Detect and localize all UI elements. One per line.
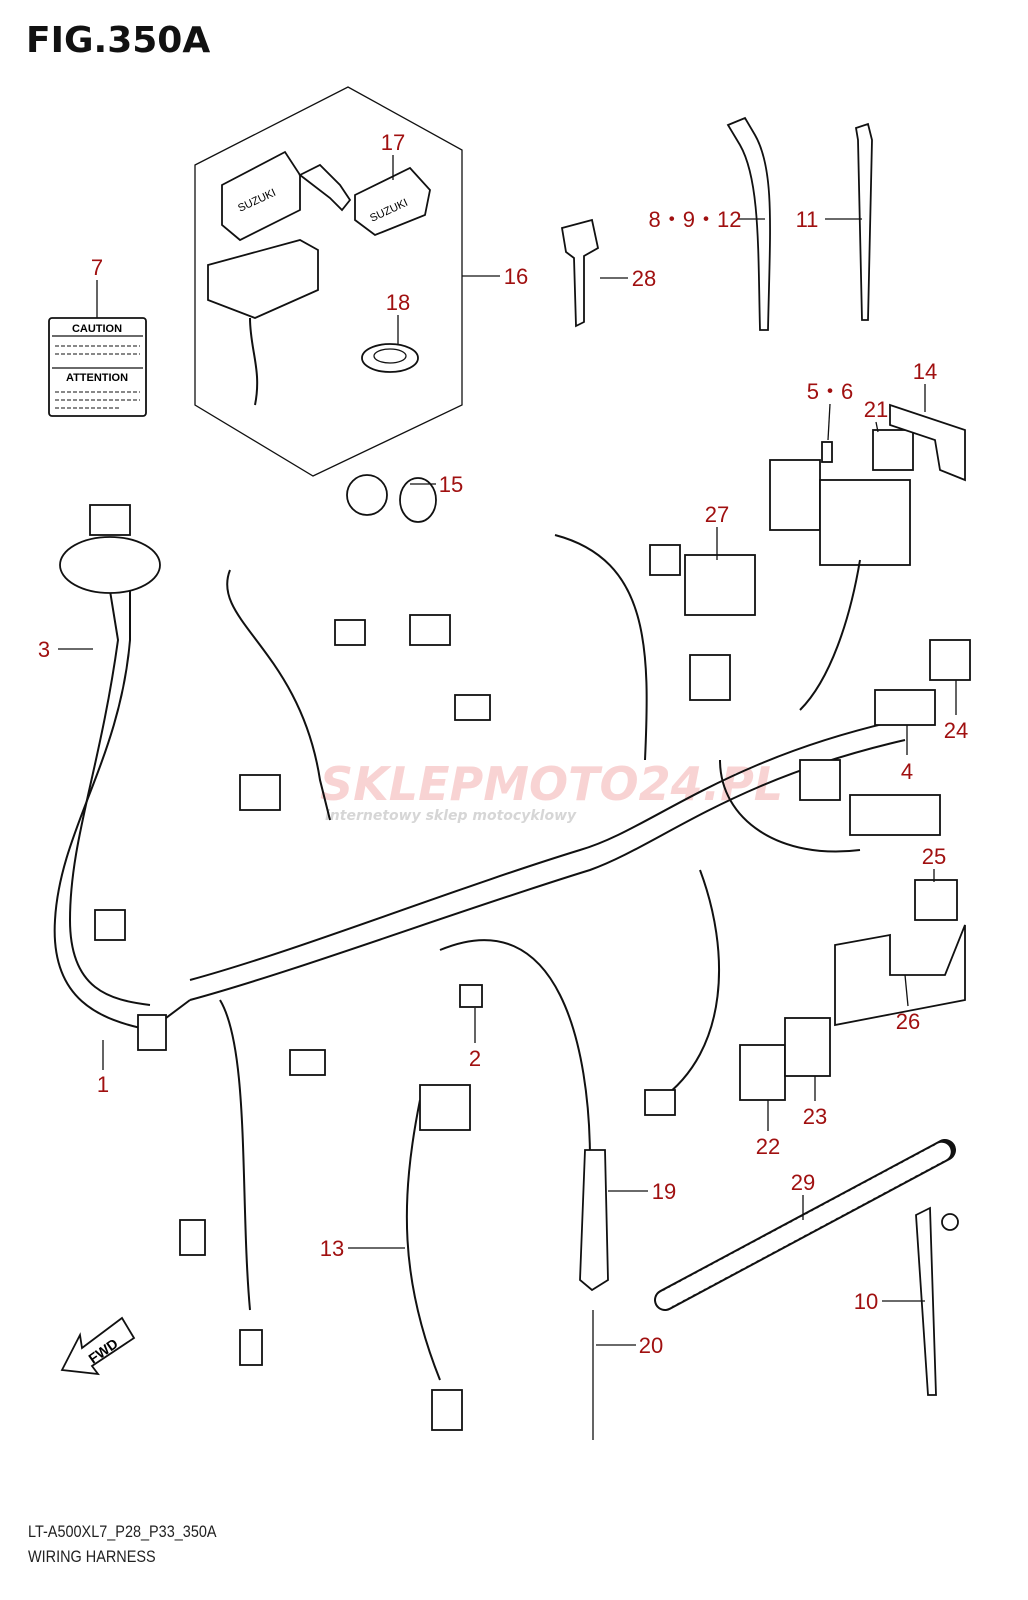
fwd-arrow: FWD [60,1316,136,1376]
bracket-14 [889,403,966,482]
ignition-switch-group-outline [194,86,463,477]
watermark-subtitle: internetowy sklep motocyklowy [325,808,577,824]
callout-15: 15 [439,472,463,497]
callout-13: 13 [320,1236,344,1261]
callout-24: 24 [944,718,968,743]
callout-2: 2 [469,1046,481,1071]
callout-23: 23 [803,1104,827,1129]
nut-18 [361,343,419,373]
callout-17: 17 [381,130,405,155]
diagram-subtitle: WIRING HARNESS [28,1547,156,1566]
cable-tie-bolt [941,1213,959,1231]
attention-heading: ATTENTION [66,372,128,384]
watermark: SKLEPMOTO24.PL [320,757,783,811]
callout-25: 25 [922,844,946,869]
switch-cap [399,477,437,523]
gauge-connector-3 [59,536,161,594]
callouts: 17 16 7 18 28 8・9・12 11 14 5・6 21 15 27 … [38,130,968,1358]
callout-22: 22 [756,1134,780,1159]
callout-10: 10 [854,1289,878,1314]
caution-label: CAUTION ATTENTION [48,317,147,417]
bracket-26 [834,924,966,1027]
callout-19: 19 [652,1179,676,1204]
nut-hole [373,348,407,364]
corrugated-tube-ribs [656,1141,954,1309]
connectors [94,544,971,1431]
ignition-switch-body [207,239,319,319]
relay-21 [872,429,914,471]
cap-2 [459,984,483,1008]
cable-tie-10 [915,1206,937,1396]
o2-sensor-19 [579,1149,609,1292]
callout-7: 7 [91,255,103,280]
connector-22 [739,1044,786,1101]
callout-11: 11 [796,207,819,232]
callout-26: 26 [896,1009,920,1034]
callout-20: 20 [639,1333,663,1358]
caution-heading: CAUTION [72,323,122,335]
callout-1: 1 [97,1072,109,1097]
callout-14: 14 [913,359,937,384]
leader-lines [58,155,957,1346]
connector-4 [874,689,936,726]
connector-23 [784,1017,831,1077]
connector-25 [914,879,958,921]
ignition-switch-wire [249,317,259,406]
callout-29: 29 [791,1170,815,1195]
fuse-block [819,479,911,566]
ignition-key-cover: SUZUKI [221,150,301,242]
callout-16: 16 [504,264,528,289]
callout-5-6: 5・6 [807,379,853,404]
callout-21: 21 [864,397,888,422]
main-switch-15 [346,474,388,516]
callout-8-9-12: 8・9・12 [649,207,742,232]
figure-title: FIG.350A [26,20,211,61]
cable-tie-8-9-12 [726,116,771,331]
fuse-box [769,459,821,531]
callout-4: 4 [901,759,913,784]
callout-27: 27 [705,502,729,527]
diagram-code: LT-A500XL7_P28_P33_350A [28,1522,217,1541]
fuse-5-6 [821,441,833,463]
ignition-cap-17: SUZUKI [354,166,431,237]
relay-27 [684,554,756,616]
key-icon [298,163,352,212]
key-28 [560,218,600,328]
callout-28: 28 [632,266,656,291]
callout-18: 18 [386,290,410,315]
callout-3: 3 [38,637,50,662]
main-wiring-harness [53,504,906,1381]
connector-24 [929,639,971,681]
cable-tie-11 [854,122,873,321]
